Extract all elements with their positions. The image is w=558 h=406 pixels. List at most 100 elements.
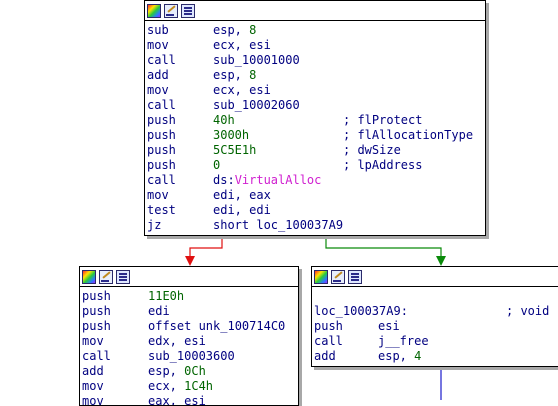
instruction-line[interactable]: mov edx, esi xyxy=(82,334,298,349)
operand-text[interactable]: offset unk_100714C0 xyxy=(148,319,286,333)
operands: esp, 0Ch xyxy=(148,364,206,379)
operands: esp, 8 xyxy=(213,23,256,38)
operands: edi, eax xyxy=(213,188,271,203)
instruction-line[interactable]: mov ecx, esi xyxy=(147,38,485,53)
color-icon[interactable] xyxy=(82,269,96,284)
color-icon[interactable] xyxy=(147,3,161,18)
mnemonic: add xyxy=(147,68,169,82)
instruction-line[interactable]: mov ecx, 1C4h xyxy=(82,379,298,394)
edit-icon[interactable] xyxy=(164,3,178,18)
instruction-line[interactable]: sub esp, 8 xyxy=(147,23,485,38)
instruction-line[interactable]: add esp, 8 xyxy=(147,68,485,83)
operand-text[interactable]: j__free xyxy=(378,334,429,348)
operand-text[interactable]: esi xyxy=(378,319,400,333)
operands: offset unk_100714C0 xyxy=(148,319,285,334)
edit-icon[interactable] xyxy=(99,269,113,284)
operands: sub_10003600 xyxy=(148,349,235,364)
operands: 11E0h xyxy=(148,289,184,304)
operands: short loc_100037A9 xyxy=(213,218,343,233)
comment: ; flProtect xyxy=(343,113,423,127)
operand-text[interactable]: ecx, esi xyxy=(213,83,271,97)
operand-text[interactable]: esp, xyxy=(378,349,415,363)
instruction-line[interactable]: call ds:VirtualAlloc xyxy=(147,173,485,188)
graph-icon[interactable] xyxy=(116,269,130,284)
operand-text[interactable]: esp, xyxy=(148,364,185,378)
instruction-line[interactable]: push 11E0h xyxy=(82,289,298,304)
operand-text[interactable]: ds: xyxy=(213,173,235,187)
operand-text[interactable]: ecx, esi xyxy=(213,38,271,52)
color-icon[interactable] xyxy=(314,269,328,284)
immediate-value: 0Ch xyxy=(184,364,206,378)
operand-text[interactable]: ecx, xyxy=(148,379,185,393)
operand-text[interactable]: edi xyxy=(148,304,170,318)
immediate-value: 3000h xyxy=(213,128,250,142)
mnemonic: mov xyxy=(147,188,169,202)
operand-text[interactable]: sub_10003600 xyxy=(148,349,235,363)
operands: ecx, esi xyxy=(213,83,271,98)
mnemonic: mov xyxy=(147,38,169,52)
mnemonic: push xyxy=(147,143,176,157)
edit-icon[interactable] xyxy=(331,269,345,284)
mnemonic: sub xyxy=(147,23,169,37)
operand-text[interactable]: esp, xyxy=(213,68,250,82)
operand-text[interactable]: edi, edi xyxy=(213,203,271,217)
immediate-value: 1C4h xyxy=(184,379,214,393)
mnemonic: mov xyxy=(82,334,104,348)
location-label-line: loc_100037A9: ; void xyxy=(314,304,558,319)
immediate-value: 11E0h xyxy=(148,289,185,303)
operands: j__free xyxy=(378,334,429,349)
instruction-line[interactable]: mov edi, eax xyxy=(147,188,485,203)
operands: 3000h xyxy=(213,128,249,143)
operands: 40h xyxy=(213,113,235,128)
mnemonic: test xyxy=(147,203,176,217)
immediate-value: 4 xyxy=(414,349,422,363)
location-label[interactable]: loc_100037A9: xyxy=(314,304,408,318)
graph-icon[interactable] xyxy=(181,3,195,18)
operand-text[interactable]: short loc_100037A9 xyxy=(213,218,344,232)
mnemonic: mov xyxy=(82,394,104,406)
mnemonic: push xyxy=(82,289,111,303)
instruction-line[interactable]: call sub_10003600 xyxy=(82,349,298,364)
operand-text[interactable]: eax, esi xyxy=(148,394,206,406)
block-header xyxy=(80,267,298,287)
operands: ecx, esi xyxy=(213,38,271,53)
operand-text[interactable]: sub_10001000 xyxy=(213,53,300,67)
immediate-value: 5C5E1h xyxy=(213,143,257,157)
operand-text[interactable]: edi, eax xyxy=(213,188,271,202)
operand-text[interactable]: edx, esi xyxy=(148,334,206,348)
mnemonic: mov xyxy=(82,379,104,393)
edge-true-branch[interactable] xyxy=(325,236,442,264)
instruction-line[interactable]: mov eax, esi xyxy=(82,394,298,406)
operand-text[interactable]: esp, xyxy=(213,23,250,37)
edge-true-arrowhead xyxy=(436,256,446,266)
edge-false-branch[interactable] xyxy=(189,236,223,264)
mnemonic: call xyxy=(147,173,176,187)
import-name[interactable]: VirtualAlloc xyxy=(234,173,322,187)
instruction-line[interactable]: test edi, edi xyxy=(147,203,485,218)
operand-text[interactable]: sub_10002060 xyxy=(213,98,300,112)
graph-icon[interactable] xyxy=(348,269,362,284)
operands: esp, 8 xyxy=(213,68,256,83)
mnemonic: call xyxy=(82,349,111,363)
comment: ; flAllocationType xyxy=(343,128,474,142)
